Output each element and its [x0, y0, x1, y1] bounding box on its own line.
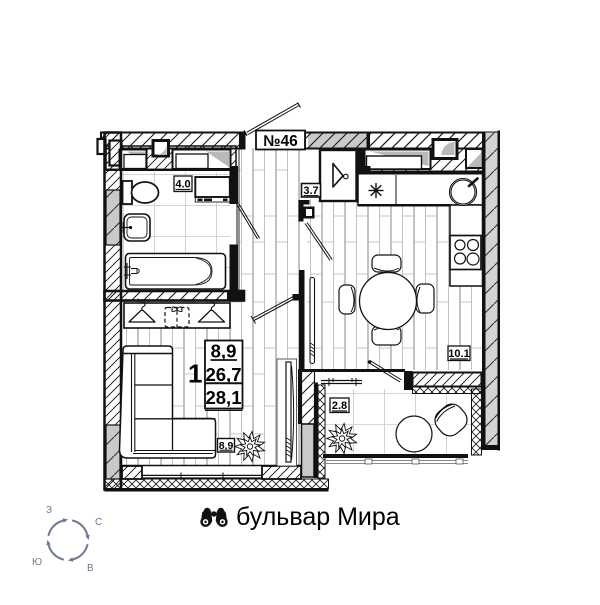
svg-text:В: В: [87, 563, 94, 574]
svg-text:28,1: 28,1: [205, 387, 241, 408]
svg-text:З: З: [46, 505, 52, 516]
svg-text:2.8: 2.8: [332, 400, 347, 412]
svg-text:26,7: 26,7: [205, 364, 241, 385]
svg-text:4.0: 4.0: [175, 179, 190, 191]
svg-text:3.7: 3.7: [303, 185, 318, 197]
svg-text:8,9: 8,9: [211, 341, 237, 362]
svg-text:Ю: Ю: [32, 557, 42, 568]
svg-text:бульвар Мира: бульвар Мира: [236, 503, 400, 531]
svg-text:10.1: 10.1: [448, 348, 469, 360]
svg-text:С: С: [95, 517, 102, 528]
svg-text:1: 1: [188, 359, 202, 389]
svg-text:№46: №46: [263, 133, 298, 150]
svg-text:8,9: 8,9: [219, 440, 234, 452]
